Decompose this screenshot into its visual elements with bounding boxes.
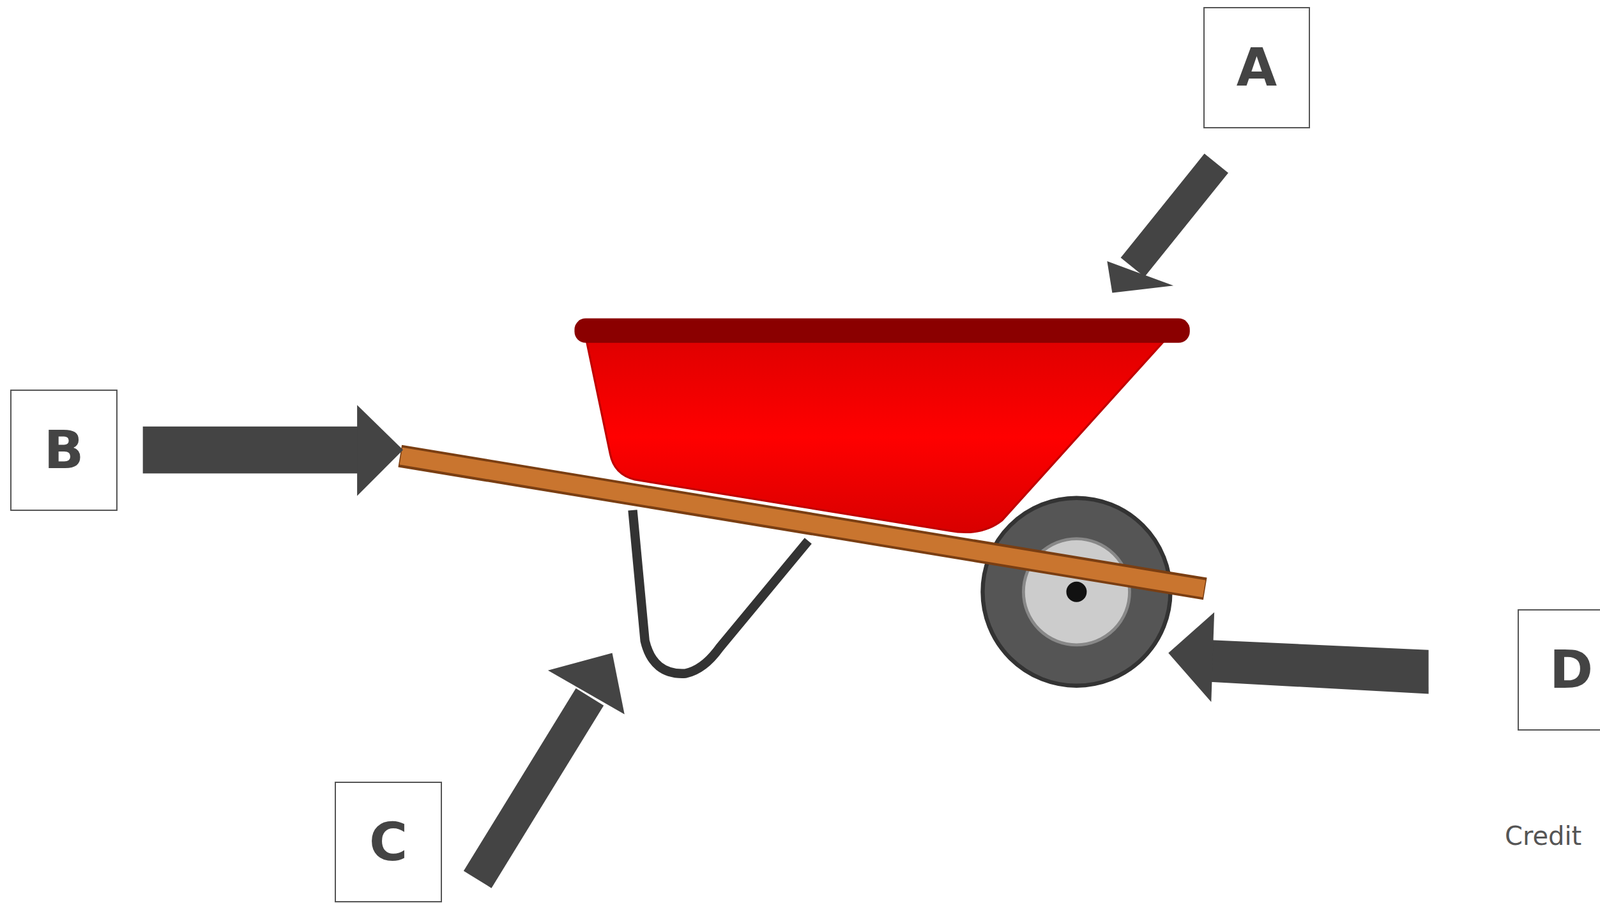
- pointer-arrow: [477, 696, 591, 880]
- pointer-arrow-head: [1106, 261, 1174, 294]
- callout-letter: A: [1236, 41, 1277, 94]
- callout-box: A: [1203, 7, 1311, 129]
- callout-letter: C: [369, 816, 408, 869]
- callout-box: D: [1517, 609, 1600, 731]
- callout-letter: B: [44, 424, 85, 477]
- callout-letter: D: [1549, 643, 1593, 697]
- handle-outline: [399, 456, 1205, 589]
- pointer-arrow-head: [548, 653, 625, 715]
- pointer-arrow-head: [357, 404, 404, 496]
- leg-stand: [632, 510, 808, 674]
- credit-text: Credit: [1504, 821, 1582, 851]
- pointer-arrow-head: [1168, 612, 1215, 703]
- pointer-arrow: [1132, 163, 1217, 268]
- wheel-hub: [1066, 581, 1087, 603]
- pointer-arrow: [143, 426, 368, 474]
- callout-box: C: [334, 781, 442, 903]
- callout-box: B: [10, 389, 118, 511]
- handle-bar: [401, 456, 1204, 589]
- tray-rim: [574, 318, 1190, 343]
- wheel-tire: [982, 498, 1171, 686]
- pointer-arrow: [1203, 640, 1429, 695]
